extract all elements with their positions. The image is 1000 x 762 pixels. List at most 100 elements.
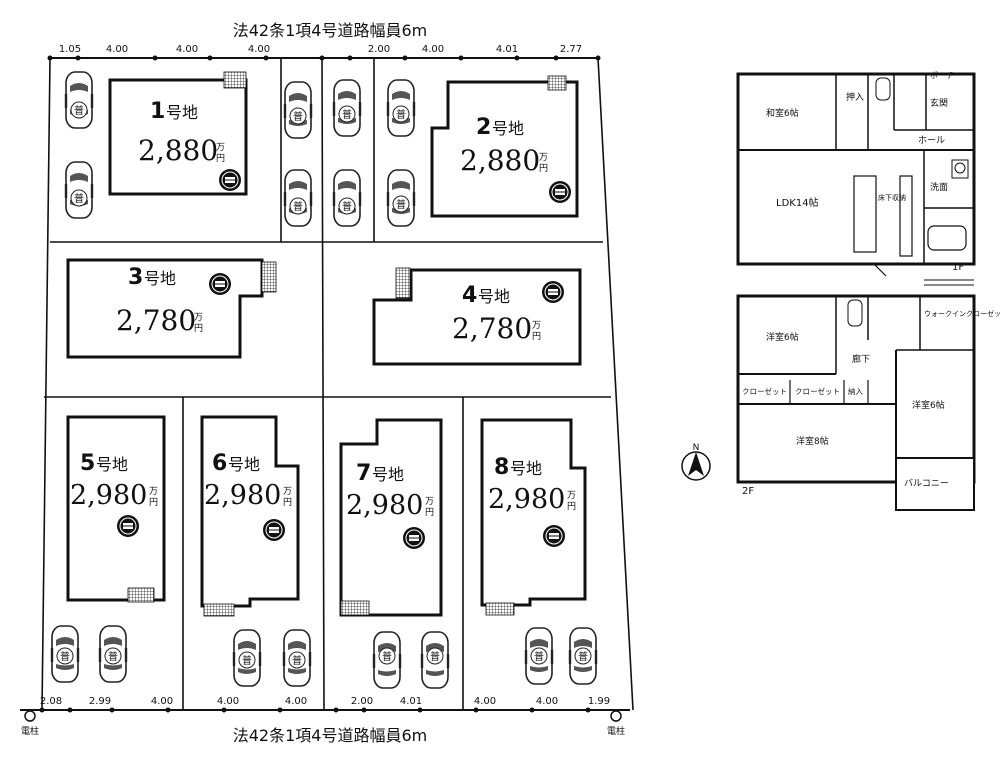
dim-label: 2.00 bbox=[368, 44, 390, 55]
utility-pole-right: 電柱 bbox=[607, 710, 625, 737]
car-icon: 普 bbox=[98, 624, 128, 684]
lot-suffix: 号地 bbox=[228, 455, 260, 474]
dim-label: 4.00 bbox=[474, 696, 496, 707]
svg-text:普: 普 bbox=[578, 650, 588, 663]
builder-seal-icon bbox=[218, 168, 242, 192]
svg-text:普: 普 bbox=[74, 192, 84, 205]
svg-text:普: 普 bbox=[60, 650, 70, 663]
site-plan: 法42条1項4号道路幅員6m 1.05 4.00 4.00 4.00 2.00 … bbox=[20, 21, 634, 745]
lot-price: 2,980 bbox=[488, 484, 565, 515]
room-label: 洗面 bbox=[930, 181, 948, 193]
lot-number: 4 bbox=[462, 283, 477, 308]
lot-price: 2,780 bbox=[452, 312, 532, 345]
room-label: LDK14帖 bbox=[776, 196, 819, 209]
road-label-top: 法42条1項4号道路幅員6m bbox=[233, 21, 428, 40]
lot-price: 2,880 bbox=[138, 134, 218, 167]
lot-suffix: 号地 bbox=[166, 103, 198, 122]
bottom-dimensions: 2.08 2.99 4.00 4.00 4.00 2.00 4.01 4.00 … bbox=[40, 696, 610, 707]
room-label: 洋室6帖 bbox=[912, 399, 945, 411]
entrance-hatches bbox=[127, 71, 567, 617]
builder-seal-icon bbox=[542, 524, 566, 548]
floor-plan-1f bbox=[736, 72, 976, 286]
car-icon: 普 bbox=[232, 628, 262, 688]
parking-cars: 普 普 普 普 普 普 普 普 普 普 普 普 普 普 普 普 bbox=[50, 70, 598, 690]
svg-text:普: 普 bbox=[293, 110, 303, 123]
lot-number: 7 bbox=[356, 461, 371, 486]
dim-label: 2.99 bbox=[89, 696, 111, 707]
room-label: 洋室8帖 bbox=[796, 435, 829, 447]
car-icon: 普 bbox=[332, 78, 362, 138]
room-label: 和室6帖 bbox=[766, 107, 799, 119]
svg-text:普: 普 bbox=[342, 108, 352, 121]
lot-number: 2 bbox=[476, 115, 491, 140]
builder-seal-icon bbox=[116, 514, 140, 538]
svg-text:普: 普 bbox=[292, 654, 302, 667]
svg-text:普: 普 bbox=[242, 654, 252, 667]
car-icon: 普 bbox=[283, 80, 313, 140]
price-unit: 円 bbox=[425, 507, 434, 518]
buildings bbox=[66, 78, 587, 617]
builder-seal-icon bbox=[548, 180, 572, 204]
top-dimensions: 1.05 4.00 4.00 4.00 2.00 4.00 4.01 2.77 bbox=[59, 44, 582, 55]
road-label-bottom: 法42条1項4号道路幅員6m bbox=[233, 726, 428, 745]
car-icon: 普 bbox=[64, 160, 94, 220]
pole-label: 電柱 bbox=[607, 725, 625, 737]
price-unit: 万 bbox=[216, 143, 225, 153]
building-1 bbox=[108, 78, 248, 196]
room-label: 廊下 bbox=[852, 353, 870, 365]
dim-label: 2.77 bbox=[560, 44, 582, 55]
lot-price: 2,880 bbox=[460, 144, 540, 177]
car-icon: 普 bbox=[386, 78, 416, 138]
room-label: クローゼット bbox=[742, 386, 787, 396]
dim-label: 4.00 bbox=[536, 696, 558, 707]
builder-seal-icon bbox=[208, 272, 232, 296]
svg-text:普: 普 bbox=[108, 650, 118, 663]
price-unit: 円 bbox=[567, 501, 576, 512]
lot-number: 5 bbox=[80, 451, 95, 476]
svg-text:普: 普 bbox=[74, 104, 84, 117]
floor-plan-2f bbox=[736, 294, 976, 511]
floor-label: 2F bbox=[742, 486, 754, 497]
lot-price: 2,980 bbox=[346, 490, 423, 521]
floor-plan-1f-labels: 和室6帖 押入 ポーチ 玄関 ホール LDK14帖 洗面 床下収納 1F bbox=[766, 71, 964, 273]
lot-5: 5 号地 2,980 万 円 bbox=[70, 451, 158, 538]
lot-suffix: 号地 bbox=[372, 465, 404, 484]
car-icon: 普 bbox=[524, 626, 554, 686]
dim-label: 4.00 bbox=[151, 696, 173, 707]
dim-label: 2.08 bbox=[40, 696, 62, 707]
dim-label: 4.00 bbox=[248, 44, 270, 55]
price-unit: 円 bbox=[149, 497, 158, 508]
building-2 bbox=[430, 80, 579, 218]
price-unit: 万 bbox=[194, 313, 203, 323]
floor-plan-2f-labels: 洋室6帖 ウォークインクローゼット 廊下 クローゼット クローゼット 納入 洋室… bbox=[742, 309, 1000, 497]
svg-text:普: 普 bbox=[396, 108, 406, 121]
car-icon: 普 bbox=[372, 630, 402, 690]
lot-price: 2,980 bbox=[204, 480, 281, 511]
lot-suffix: 号地 bbox=[144, 269, 176, 288]
lot-boundaries bbox=[41, 57, 634, 711]
lot-8: 8 号地 2,980 万 円 bbox=[488, 455, 576, 548]
price-unit: 円 bbox=[539, 163, 548, 174]
price-unit: 円 bbox=[216, 153, 225, 164]
dim-label: 2.00 bbox=[351, 696, 373, 707]
dim-label: 4.01 bbox=[496, 44, 518, 55]
dim-label: 1.99 bbox=[588, 696, 610, 707]
dim-label: 4.00 bbox=[285, 696, 307, 707]
builder-seal-icon bbox=[262, 518, 286, 542]
car-icon: 普 bbox=[386, 168, 416, 228]
car-icon: 普 bbox=[282, 628, 312, 688]
price-unit: 万 bbox=[567, 491, 576, 501]
room-label: バルコニー bbox=[904, 478, 949, 489]
price-unit: 円 bbox=[283, 497, 292, 508]
floor-label: 1F bbox=[952, 262, 964, 273]
dim-label: 4.00 bbox=[106, 44, 128, 55]
lot-1: 1 号地 2,880 万 円 bbox=[138, 99, 242, 192]
dim-label: 4.00 bbox=[176, 44, 198, 55]
svg-text:普: 普 bbox=[293, 200, 303, 213]
car-icon: 普 bbox=[420, 630, 450, 690]
lot-6: 6 号地 2,980 万 円 bbox=[204, 451, 292, 542]
lot-4: 4 号地 2,780 万 円 bbox=[452, 280, 565, 345]
lot-number: 8 bbox=[494, 455, 509, 480]
